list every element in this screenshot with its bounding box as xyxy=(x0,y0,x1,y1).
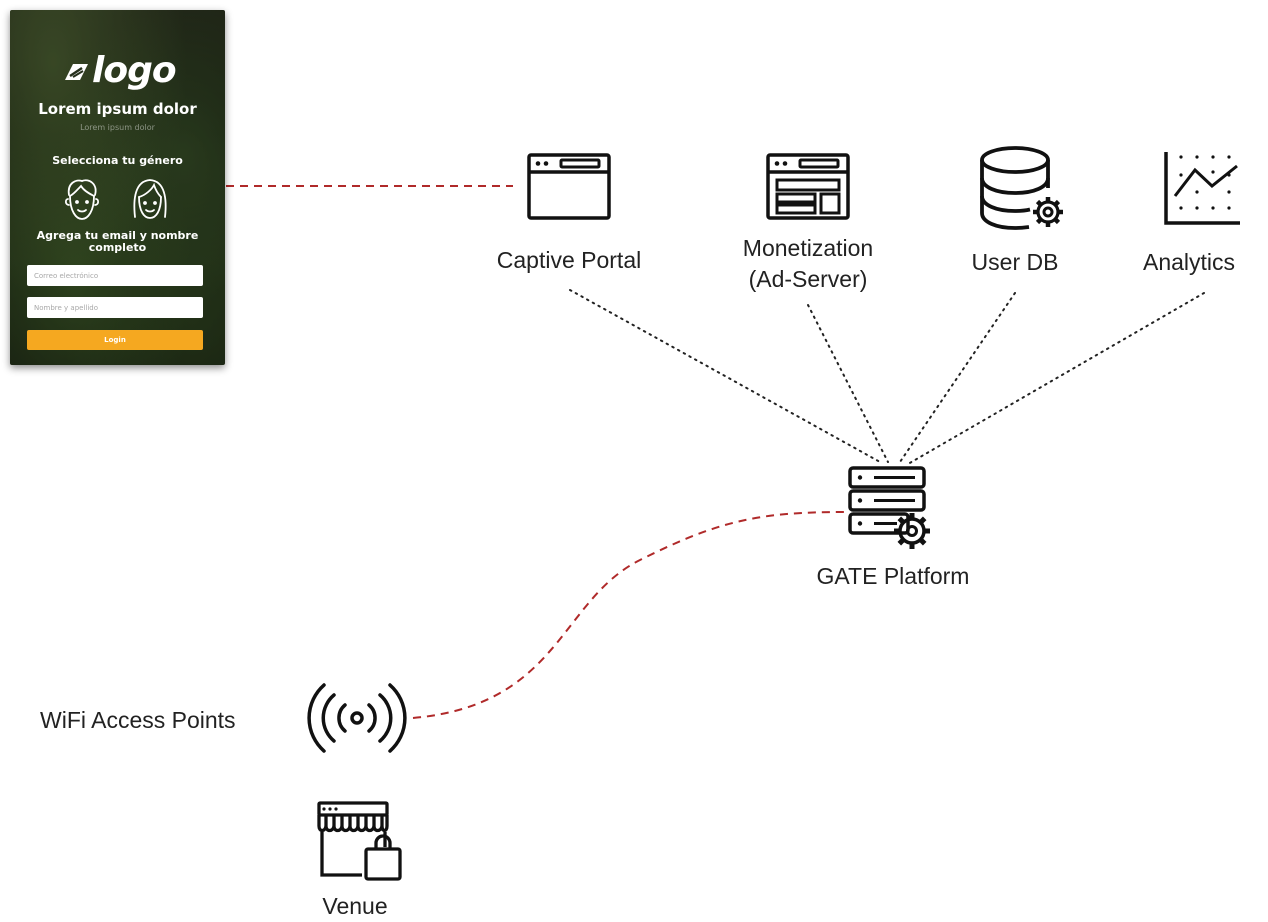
login-button[interactable]: Login xyxy=(27,330,203,350)
database-gear-icon xyxy=(980,146,1063,230)
link-userdb-to-gate xyxy=(899,292,1016,463)
name-field[interactable] xyxy=(27,297,203,318)
link-analytics-to-gate xyxy=(907,292,1205,465)
server-gear-icon xyxy=(848,466,930,549)
captive-portal-label: Captive Portal xyxy=(496,247,642,273)
link-wifi-to-gate xyxy=(412,511,846,719)
logo-text: logo xyxy=(92,50,177,91)
captive-portal-phone-mockup: logo Lorem ipsum dolor Lorem ipsum dolor… xyxy=(10,10,225,365)
link-portal-to-gate xyxy=(569,289,881,463)
store-bag-icon xyxy=(317,801,402,881)
female-face-icon[interactable] xyxy=(130,177,170,223)
portal-title: Lorem ipsum dolor xyxy=(38,100,197,118)
logo-mark-icon xyxy=(65,64,88,80)
wifi-signal-icon xyxy=(307,683,407,753)
monetization-label-line2: (Ad-Server) xyxy=(748,266,868,292)
analytics-label: Analytics xyxy=(1143,249,1236,275)
ad-layout-icon xyxy=(766,153,850,220)
portal-subtitle: Lorem ipsum dolor xyxy=(80,123,155,132)
line-chart-icon xyxy=(1164,152,1240,225)
link-monetization-to-gate xyxy=(807,304,889,463)
monetization-label: Monetization (Ad-Server) xyxy=(720,233,896,295)
browser-window-icon xyxy=(527,153,611,220)
male-face-icon[interactable] xyxy=(62,177,102,223)
user-db-label: User DB xyxy=(971,249,1059,275)
gate-platform-label: GATE Platform xyxy=(816,563,970,589)
email-field[interactable] xyxy=(27,265,203,286)
gender-prompt: Selecciona tu género xyxy=(52,154,183,167)
venue-label: Venue xyxy=(322,893,388,919)
wifi-access-points-label: WiFi Access Points xyxy=(40,707,236,733)
monetization-label-line1: Monetization xyxy=(742,235,874,261)
email-prompt: Agrega tu email y nombre completo xyxy=(36,229,199,254)
